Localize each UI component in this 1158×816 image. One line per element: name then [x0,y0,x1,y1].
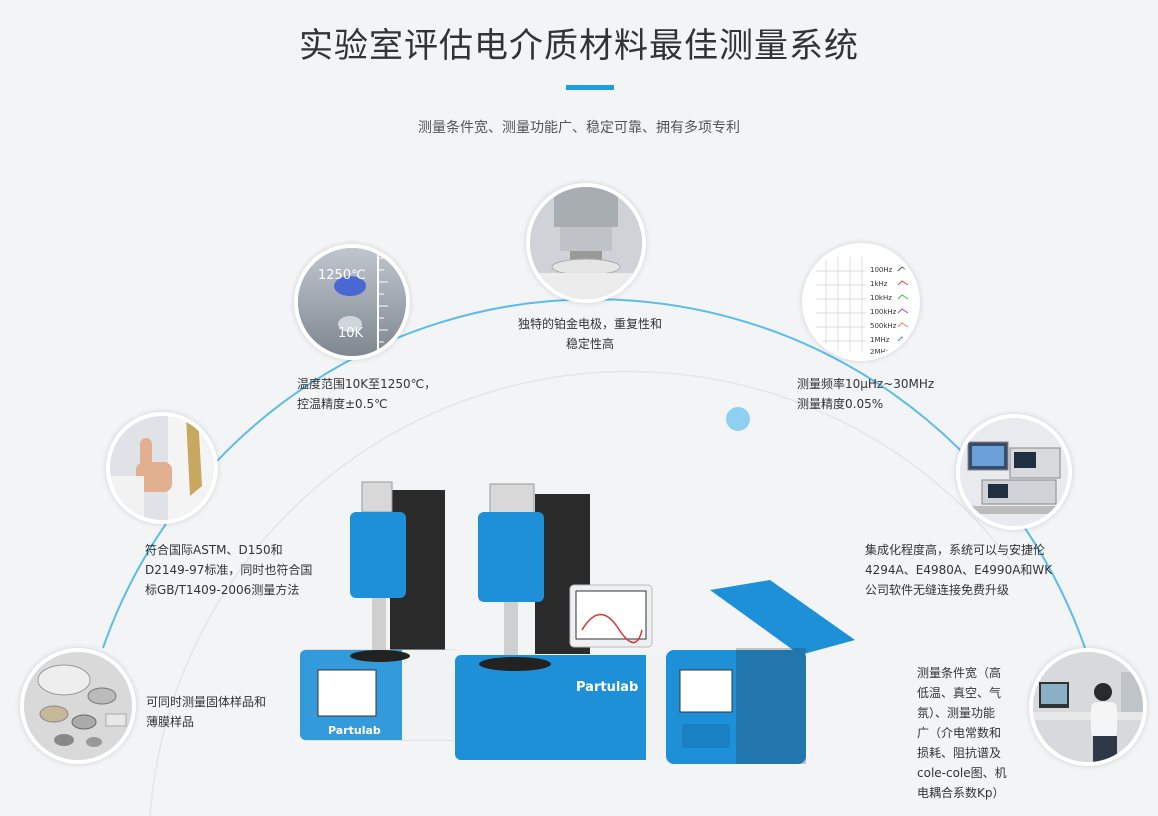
feature-caption-electrode: 独特的铂金电极，重复性和 稳定性高 [517,317,662,351]
middle-brand-label: Partulab [576,680,639,695]
arc-marker-dot [726,407,750,431]
feature-caption-frequency: 测量频率10μHz~30MHz 测量精度0.05% [797,377,935,411]
frequency-chart-icon: 100Hz 1kHz 10kHz 100kHz 500kHz 1MHz 2MHz [802,243,920,361]
page-title: 实验室评估电介质材料最佳测量系统 [299,26,859,66]
feature-caption-samples: 可同时测量固体样品和薄膜样品 [146,695,267,729]
thermometer-icon: 1250℃ 10K [294,244,410,360]
left-brand-label: Partulab [328,724,381,737]
product-illustration: Partulab [300,481,855,764]
left-instrument [300,481,461,741]
feature-caption-temperature: 温度范围10K至1250℃， 控温精度±0.5℃ [297,377,437,411]
title-underline [566,85,614,90]
thumbs-up-icon [106,412,218,524]
page-subtitle: 测量条件宽、测量功能广、稳定可靠、拥有多项专利 [418,120,740,136]
sample-disks-icon [20,648,136,764]
feature-caption-conditions: 测量条件宽（高 低温、真空、气 氛）、测量功能 广（介电常数和 损耗、阻抗谱及 … [917,666,1007,800]
middle-instrument [455,483,670,760]
thermo-scale-bottom: 10K [338,326,364,341]
thermo-scale-top: 1250℃ [318,268,366,283]
lab-operator-icon [1029,648,1147,766]
electrode-icon [526,183,646,303]
instruments-icon [956,414,1072,530]
right-instrument [666,580,855,764]
feature-caption-standards: 符合国际ASTM、D150和 D2149-97标准，同时也符合国 标GB/T14… [145,543,313,597]
feature-caption-integration: 集成化程度高，系统可以与安捷伦 4294A、E4980A、E4990A和WK 公… [865,543,1053,597]
